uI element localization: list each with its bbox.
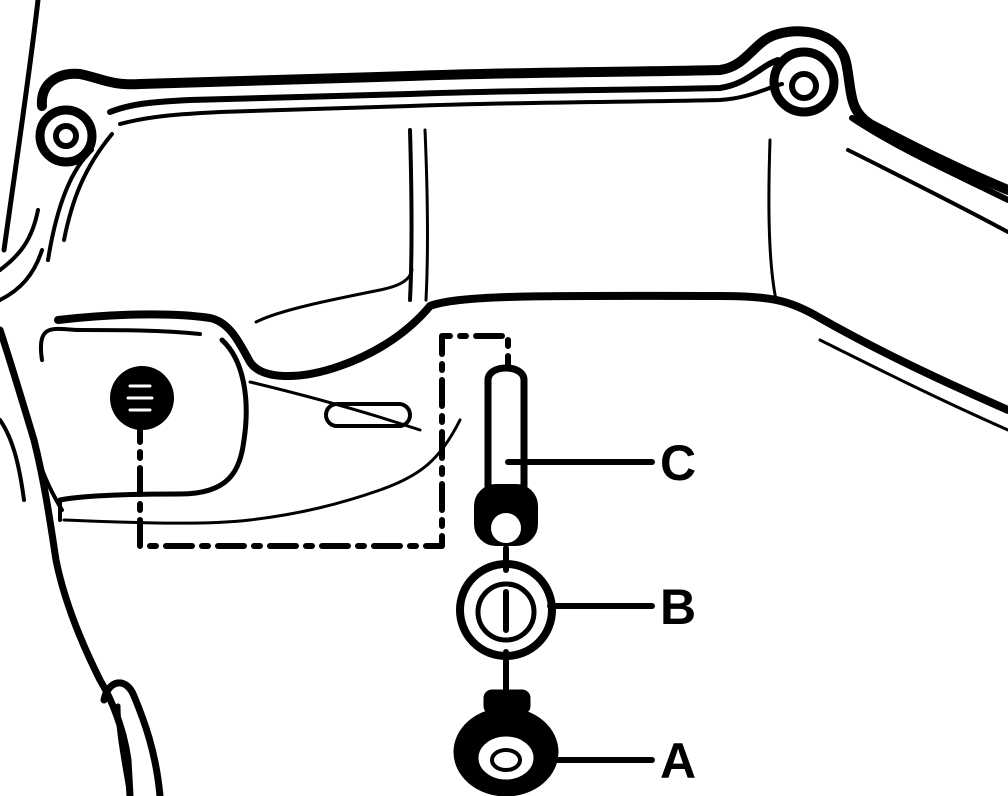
chassis-frame [0, 0, 134, 796]
pan-slot [324, 402, 412, 428]
oil-pan-body [28, 128, 1008, 525]
callout-c-label: C [660, 435, 696, 491]
flange-bolt-right [769, 47, 839, 117]
callout-a-label: A [660, 733, 696, 789]
sensor-mount [110, 366, 174, 430]
detail-leader-line [137, 333, 511, 549]
flange-bolt-left [35, 105, 97, 167]
oil-pan-flange [36, 26, 1008, 262]
part-c-sensor-pin [474, 364, 538, 546]
lower-bracket [100, 679, 164, 796]
callout-b-label: B [660, 579, 696, 635]
part-a-drain-plug [453, 689, 559, 796]
